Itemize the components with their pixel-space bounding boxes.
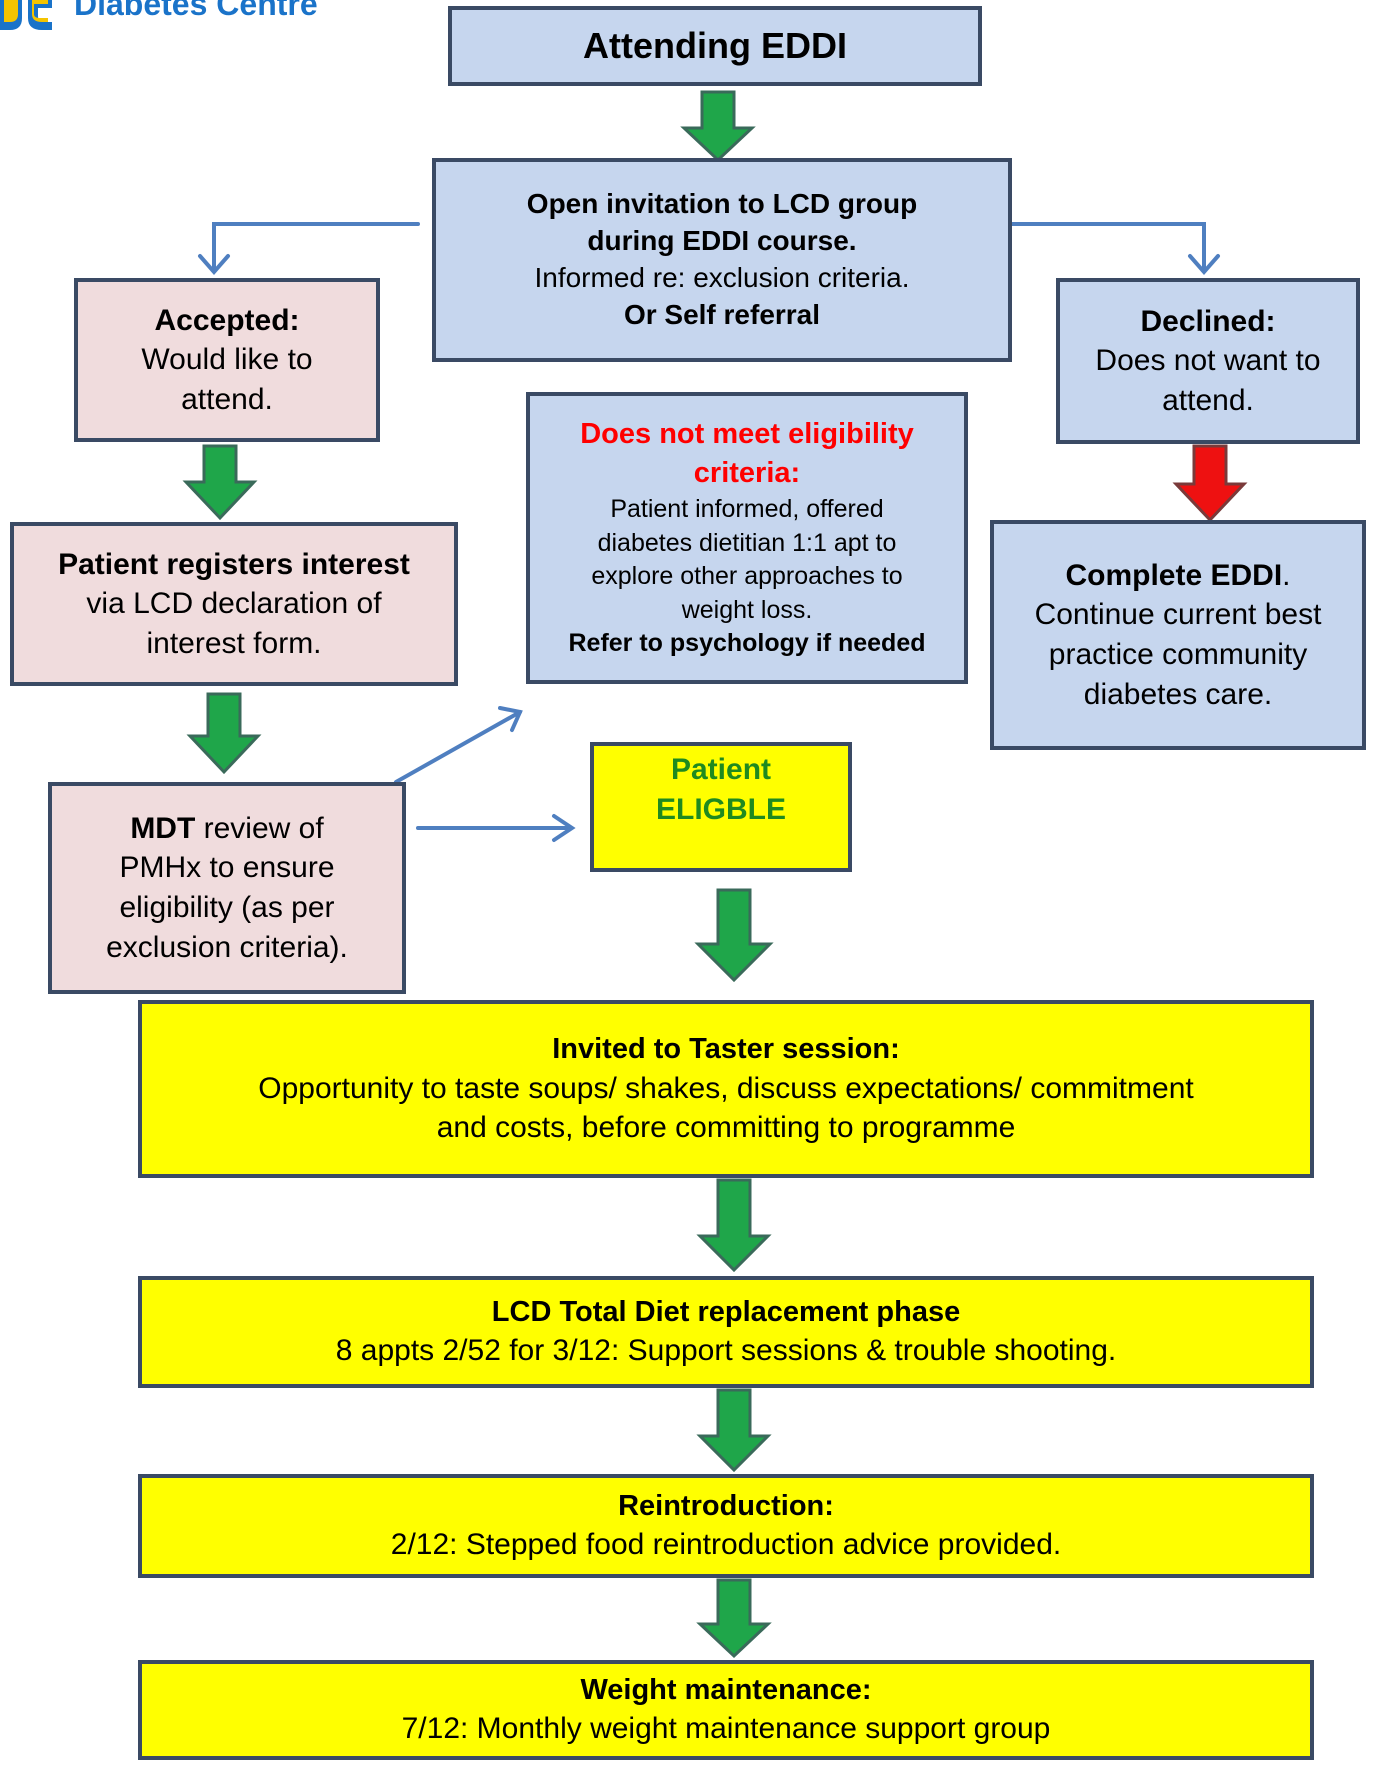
not-eligible-line5: Refer to psychology if needed (568, 629, 926, 658)
node-complete-eddi: Complete EDDI. Continue current best pra… (990, 520, 1366, 750)
accepted-line2: attend. (181, 382, 273, 416)
logo-text: Diabetes Centre (74, 0, 318, 22)
not-eligible-line2: diabetes dietitian 1:1 apt to (597, 528, 897, 557)
arrow-attending-to-invitation (680, 90, 756, 163)
not-eligible-line4: weight loss. (681, 595, 813, 624)
tdr-line1: 8 appts 2/52 for 3/12: Support sessions … (335, 1334, 1117, 1368)
not-eligible-heading1: Does not meet eligibility (580, 418, 914, 451)
declined-line2: attend. (1162, 383, 1254, 417)
node-patient-eligible: Patient ELIGBLE (590, 742, 852, 872)
mdt-line2: PMHx to ensure (119, 851, 335, 885)
complete-heading-line: Complete EDDI. (1065, 556, 1290, 596)
maintenance-line1: 7/12: Monthly weight maintenance support… (401, 1712, 1051, 1746)
taster-heading: Invited to Taster session: (552, 1033, 900, 1066)
tdr-heading: LCD Total Diet replacement phase (491, 1296, 961, 1329)
node-reintroduction: Reintroduction: 2/12: Stepped food reint… (138, 1474, 1314, 1578)
not-eligible-line1: Patient informed, offered (610, 495, 884, 524)
complete-line2: practice community (1048, 638, 1308, 671)
declined-heading: Declined: (1140, 304, 1276, 338)
complete-dot: . (1282, 558, 1291, 592)
node-open-invitation: Open invitation to LCD group during EDDI… (432, 158, 1012, 362)
arrow-eligible-to-taster (694, 888, 774, 983)
invitation-line1: Open invitation to LCD group (526, 188, 918, 220)
maintenance-heading: Weight maintenance: (580, 1674, 872, 1707)
not-eligible-line3: explore other approaches to (591, 562, 903, 591)
registers-line2: interest form. (146, 626, 322, 660)
node-registers-interest: Patient registers interest via LCD decla… (10, 522, 458, 686)
taster-line2: and costs, before committing to programm… (436, 1111, 1016, 1145)
logo-mark-icon (0, 0, 52, 30)
arrow-registers-to-mdt (186, 692, 262, 775)
mdt-line1-rest: review of (195, 811, 324, 845)
node-attending-eddi: Attending EDDI (448, 6, 982, 86)
complete-line3: diabetes care. (1083, 677, 1273, 711)
registers-line1: via LCD declaration of (86, 587, 382, 621)
arrow-taster-to-tdr (696, 1178, 772, 1273)
connector-mdt-to-not-eligible (394, 710, 522, 784)
connector-to-declined (1006, 222, 1206, 272)
connector-to-accepted (212, 222, 420, 272)
taster-line1: Opportunity to taste soups/ shakes, disc… (258, 1071, 1194, 1105)
reintro-heading: Reintroduction: (618, 1490, 834, 1523)
node-attending-title: Attending EDDI (583, 25, 847, 67)
node-not-eligible: Does not meet eligibility criteria: Pati… (526, 392, 968, 684)
mdt-bold: MDT (130, 811, 196, 845)
reintro-line1: 2/12: Stepped food reintroduction advice… (390, 1528, 1062, 1562)
invitation-line4: Or Self referral (623, 298, 821, 330)
mdt-line1: MDT review of (130, 809, 323, 849)
node-mdt-review: MDT review of PMHx to ensure eligibility… (48, 782, 406, 994)
node-declined: Declined: Does not want to attend. (1056, 278, 1360, 444)
arrow-accepted-to-registers (182, 444, 258, 521)
accepted-line1: Would like to (141, 343, 313, 377)
arrow-declined-to-complete (1172, 444, 1248, 523)
mdt-line4: exclusion criteria). (106, 930, 348, 964)
eligible-line2: ELIGBLE (655, 792, 786, 826)
mdt-line3: eligibility (as per (119, 891, 335, 924)
eligible-line1: Patient (670, 753, 772, 786)
invitation-line2: during EDDI course. (587, 225, 857, 257)
registers-heading: Patient registers interest (58, 547, 410, 581)
accepted-heading: Accepted: (154, 303, 300, 337)
complete-line1: Continue current best (1034, 598, 1322, 632)
node-taster-session: Invited to Taster session: Opportunity t… (138, 1000, 1314, 1178)
declined-line1: Does not want to (1095, 344, 1321, 378)
arrow-reintro-to-maintenance (696, 1578, 772, 1659)
node-weight-maintenance: Weight maintenance: 7/12: Monthly weight… (138, 1660, 1314, 1760)
complete-heading: Complete EDDI (1065, 558, 1283, 592)
logo: Diabetes Centre (0, 0, 420, 40)
invitation-line3: Informed re: exclusion criteria. (534, 262, 910, 293)
not-eligible-heading2: criteria: (693, 457, 801, 490)
node-accepted: Accepted: Would like to attend. (74, 278, 380, 442)
arrow-tdr-to-reintro (696, 1388, 772, 1473)
node-tdr-phase: LCD Total Diet replacement phase 8 appts… (138, 1276, 1314, 1388)
